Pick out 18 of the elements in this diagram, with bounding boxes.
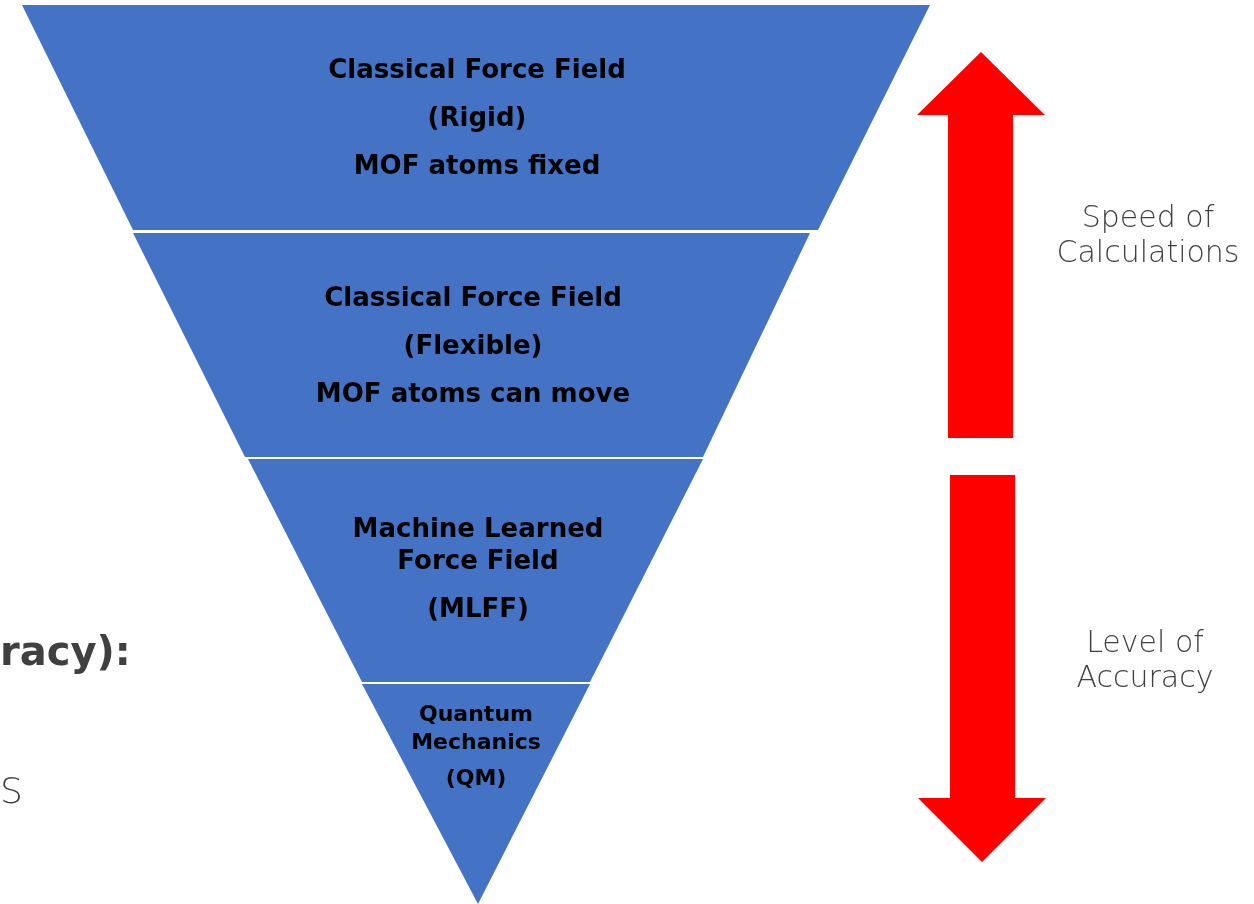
arrow-label: Level of Accuracy — [1075, 625, 1215, 694]
band-text: Machine Learned Force Field — [351, 512, 605, 576]
pyramid-band — [362, 684, 590, 904]
pyramid-band — [133, 233, 810, 457]
band-text: MOF atoms can move — [315, 377, 631, 409]
cut-off-text: S — [0, 770, 24, 812]
arrow-label: Speed of Calculations — [1055, 200, 1241, 269]
band-text: (Flexible) — [403, 329, 543, 361]
band-text: MOF atoms fixed — [353, 149, 601, 181]
cut-off-text: racy): — [0, 628, 132, 674]
band-text: Classical Force Field — [328, 53, 626, 85]
band-text: (MLFF) — [427, 592, 529, 624]
pyramid-band — [22, 5, 930, 230]
band-text: (Rigid) — [427, 101, 527, 133]
band-text: (QM) — [445, 764, 507, 792]
band-text: Quantum Mechanics — [410, 700, 542, 756]
band-text: Classical Force Field — [324, 281, 622, 313]
pyramid-band — [248, 459, 703, 682]
